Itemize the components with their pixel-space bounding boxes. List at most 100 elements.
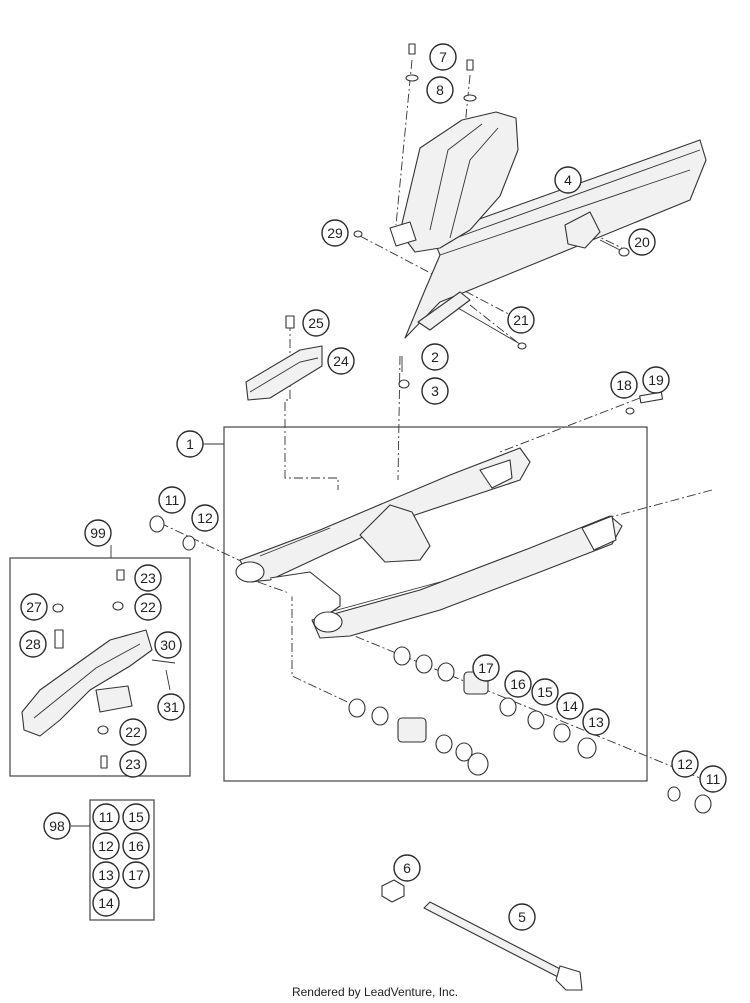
callout-circle[interactable] — [92, 889, 120, 917]
callout-c24[interactable]: 24 — [327, 347, 355, 375]
chain-slider-top[interactable] — [245, 315, 323, 401]
callout-circle[interactable] — [122, 803, 150, 831]
callout-circle[interactable] — [321, 219, 349, 247]
chain-guard-upper-bracket[interactable] — [389, 111, 519, 253]
chain-guard[interactable] — [404, 139, 707, 339]
callout-circle[interactable] — [421, 343, 449, 371]
callout-k16[interactable]: 16 — [122, 832, 150, 860]
callout-c30[interactable]: 30 — [154, 631, 182, 659]
callout-c19[interactable]: 19 — [642, 366, 670, 394]
callout-circle[interactable] — [92, 803, 120, 831]
callout-k11[interactable]: 11 — [92, 803, 120, 831]
callout-circle[interactable] — [158, 486, 186, 514]
callout-circle[interactable] — [642, 366, 670, 394]
callout-circle[interactable] — [671, 750, 699, 778]
pin-30[interactable] — [151, 659, 176, 664]
callout-c12a[interactable]: 12 — [191, 504, 219, 532]
callout-c4[interactable]: 4 — [554, 166, 582, 194]
callout-c14a[interactable]: 14 — [556, 692, 584, 720]
callout-circle[interactable] — [610, 371, 638, 399]
bolt-8[interactable] — [463, 59, 477, 102]
callout-c11a[interactable]: 11 — [158, 486, 186, 514]
callout-circle[interactable] — [19, 630, 47, 658]
callout-circle[interactable] — [507, 306, 535, 334]
callout-c22b[interactable]: 22 — [119, 718, 147, 746]
callout-k14[interactable]: 14 — [92, 889, 120, 917]
callout-c98[interactable]: 98 — [43, 812, 71, 840]
callout-c12b[interactable]: 12 — [671, 750, 699, 778]
bushing-12-right[interactable] — [667, 786, 681, 802]
callout-c23b[interactable]: 23 — [119, 750, 147, 778]
washer-22-bottom[interactable] — [97, 725, 109, 735]
washer-29[interactable] — [353, 230, 363, 238]
callout-k15[interactable]: 15 — [122, 803, 150, 831]
callout-circle[interactable] — [393, 854, 421, 882]
screw-23-bottom[interactable] — [100, 755, 108, 769]
callout-c5[interactable]: 5 — [508, 903, 536, 931]
callout-circle[interactable] — [154, 631, 182, 659]
callout-c17a[interactable]: 17 — [472, 654, 500, 682]
callout-c2[interactable]: 2 — [421, 343, 449, 371]
bearing-stack-lower[interactable] — [348, 698, 489, 776]
callout-circle[interactable] — [134, 593, 162, 621]
callout-c23a[interactable]: 23 — [134, 564, 162, 592]
callout-circle[interactable] — [191, 504, 219, 532]
callout-c31[interactable]: 31 — [157, 693, 185, 721]
callout-c20[interactable]: 20 — [628, 228, 656, 256]
callout-circle[interactable] — [302, 309, 330, 337]
screw-20[interactable] — [599, 239, 630, 257]
bolt-7[interactable] — [405, 43, 419, 82]
callout-c11b[interactable]: 11 — [699, 765, 727, 793]
callout-c29[interactable]: 29 — [321, 219, 349, 247]
callout-c28[interactable]: 28 — [19, 630, 47, 658]
callout-circle[interactable] — [134, 564, 162, 592]
callout-circle[interactable] — [429, 43, 457, 71]
callout-c22a[interactable]: 22 — [134, 593, 162, 621]
washer-22-top[interactable] — [112, 601, 124, 611]
spacer-18-screw-19[interactable] — [625, 391, 664, 415]
washer-11-right[interactable] — [694, 794, 712, 814]
callout-circle[interactable] — [122, 861, 150, 889]
callout-circle[interactable] — [531, 678, 559, 706]
spacer-28[interactable] — [54, 629, 64, 649]
callout-c1[interactable]: 1 — [176, 430, 204, 458]
callout-circle[interactable] — [84, 519, 112, 547]
callout-c15a[interactable]: 15 — [531, 678, 559, 706]
chain-slider-lower[interactable] — [21, 629, 153, 737]
callout-circle[interactable] — [556, 692, 584, 720]
callout-circle[interactable] — [122, 832, 150, 860]
callout-c99[interactable]: 99 — [84, 519, 112, 547]
callout-c7[interactable]: 7 — [429, 43, 457, 71]
nut-27[interactable] — [52, 603, 64, 613]
callout-circle[interactable] — [119, 718, 147, 746]
bushing-12-left[interactable] — [182, 535, 196, 551]
callout-circle[interactable] — [20, 593, 48, 621]
callout-circle[interactable] — [92, 832, 120, 860]
callout-c3[interactable]: 3 — [421, 377, 449, 405]
swingarm[interactable] — [235, 447, 623, 639]
callout-circle[interactable] — [119, 750, 147, 778]
callout-c16a[interactable]: 16 — [504, 670, 532, 698]
callout-circle[interactable] — [628, 228, 656, 256]
callout-circle[interactable] — [327, 347, 355, 375]
screw-23-top[interactable] — [116, 569, 125, 581]
callout-c18[interactable]: 18 — [610, 371, 638, 399]
callout-circle[interactable] — [176, 430, 204, 458]
callout-k12[interactable]: 12 — [92, 832, 120, 860]
callout-k17[interactable]: 17 — [122, 861, 150, 889]
callout-circle[interactable] — [426, 76, 454, 104]
bolt-21[interactable] — [457, 307, 527, 350]
pivot-shaft-5[interactable] — [423, 901, 583, 991]
callout-c8[interactable]: 8 — [426, 76, 454, 104]
callout-circle[interactable] — [699, 765, 727, 793]
callout-circle[interactable] — [92, 861, 120, 889]
callout-c13a[interactable]: 13 — [582, 708, 610, 736]
callout-circle[interactable] — [472, 654, 500, 682]
callout-k13[interactable]: 13 — [92, 861, 120, 889]
callout-circle[interactable] — [508, 903, 536, 931]
callout-circle[interactable] — [582, 708, 610, 736]
callout-circle[interactable] — [504, 670, 532, 698]
washer-11-left[interactable] — [149, 515, 165, 533]
nut-3[interactable] — [398, 379, 410, 389]
callout-c25[interactable]: 25 — [302, 309, 330, 337]
